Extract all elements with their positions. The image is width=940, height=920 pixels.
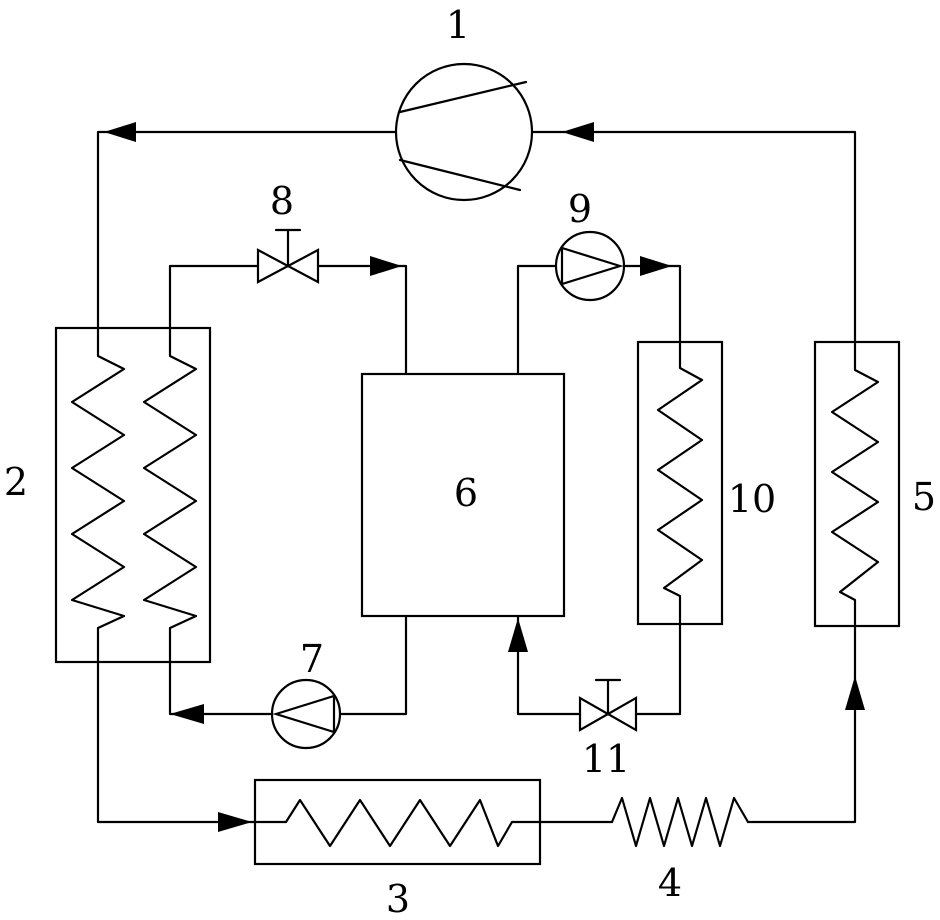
coil-4 bbox=[612, 798, 748, 846]
flow-arrow-right-hx3 bbox=[218, 812, 252, 832]
pipe-exchanger-to-hx3 bbox=[98, 662, 255, 822]
label-pump-7: 7 bbox=[300, 637, 324, 681]
flow-arrow-up-tank bbox=[508, 618, 528, 652]
flow-arrow-left-top-right bbox=[562, 122, 594, 142]
pipe-tank-to-pump9 bbox=[518, 266, 556, 374]
flow-arrow-right-valve8 bbox=[370, 256, 402, 276]
compressor-1 bbox=[396, 64, 532, 200]
label-tank-6: 6 bbox=[454, 471, 478, 515]
pipe-coil4-to-evaporator bbox=[748, 626, 855, 822]
label-heat-exchanger-10: 10 bbox=[728, 477, 776, 521]
flow-arrow-left-pump7 bbox=[170, 704, 204, 724]
evaporator-5 bbox=[815, 342, 899, 626]
pipe-compressor-to-exchanger bbox=[98, 132, 396, 328]
pipe-pump7-to-exchanger bbox=[170, 662, 272, 714]
label-valve-11: 11 bbox=[582, 737, 630, 781]
pipe-pump9-to-hx10 bbox=[624, 266, 680, 342]
label-heat-exchanger-2: 2 bbox=[4, 460, 28, 504]
flow-arrow-left-top-left bbox=[104, 122, 136, 142]
heat-exchanger-2 bbox=[56, 328, 210, 662]
pipe-exchanger-to-valve8 bbox=[170, 266, 258, 328]
valve-11 bbox=[580, 680, 636, 730]
flow-arrow-right-pump9 bbox=[640, 256, 672, 276]
heat-exchanger-3 bbox=[255, 780, 540, 864]
pipe-valve8-to-tank bbox=[318, 266, 406, 374]
pipe-hx10-to-valve11 bbox=[636, 624, 680, 714]
pump-7 bbox=[272, 680, 340, 748]
label-pump-9: 9 bbox=[568, 187, 592, 231]
label-coil-4: 4 bbox=[658, 861, 682, 905]
pipe-valve11-to-tank bbox=[518, 616, 580, 714]
label-valve-8: 8 bbox=[270, 179, 294, 223]
label-compressor-1: 1 bbox=[446, 3, 470, 47]
label-heat-exchanger-3: 3 bbox=[386, 877, 410, 920]
pipe-tank-to-pump7 bbox=[340, 616, 406, 714]
label-evaporator-5: 5 bbox=[912, 475, 936, 519]
valve-8 bbox=[258, 230, 318, 282]
flow-arrow-up-evaporator bbox=[845, 676, 865, 710]
heat-exchanger-10 bbox=[638, 342, 722, 624]
pump-9 bbox=[556, 232, 624, 300]
